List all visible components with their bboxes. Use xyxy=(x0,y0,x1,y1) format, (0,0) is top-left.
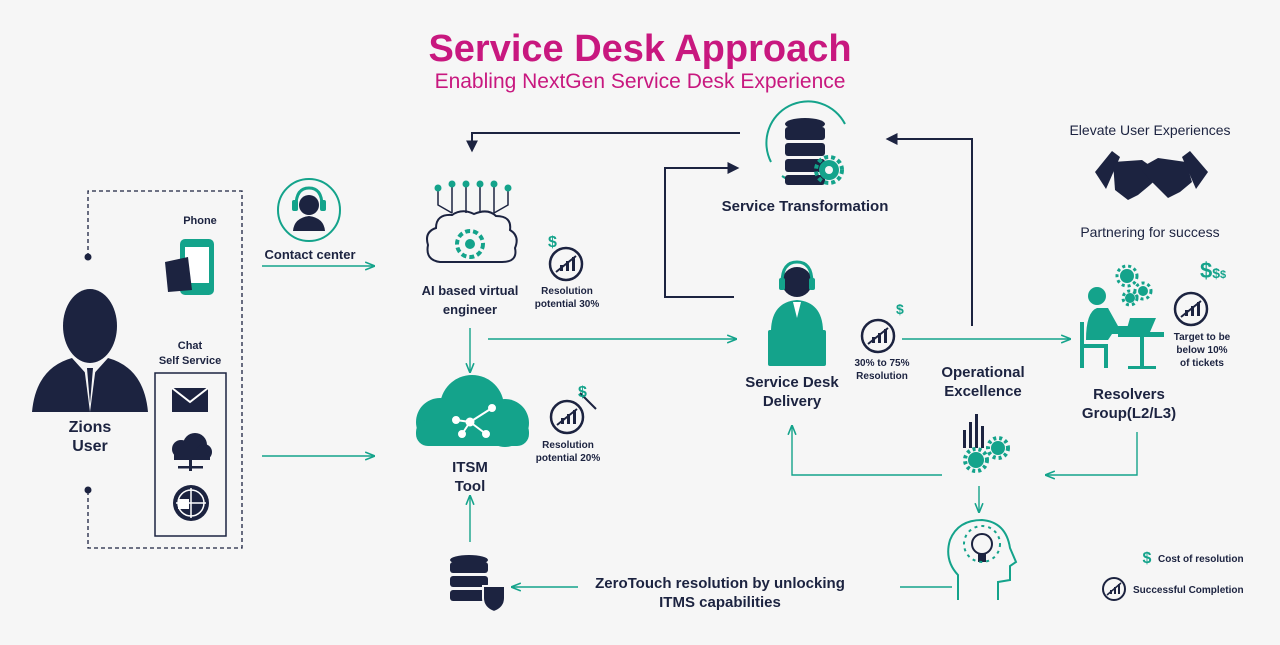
self-service-box xyxy=(154,372,227,537)
zerotouch-line1: ZeroTouch resolution by unlocking xyxy=(595,575,845,592)
ai-potential-line1: Resolution xyxy=(541,286,593,297)
resolvers-worker-icon xyxy=(1080,264,1164,369)
service-desk-delivery-line2: Delivery xyxy=(762,393,822,410)
chat-self-service-label: Chat Self Service xyxy=(140,339,240,369)
page-subtitle: Enabling NextGen Service Desk Experience xyxy=(434,70,846,93)
delivery-metric-label: 30% to 75% Resolution xyxy=(842,357,922,383)
bracket-dot-top xyxy=(84,253,92,261)
cloud-network-icon xyxy=(172,433,212,471)
resolvers-target-line1: Target to be xyxy=(1173,332,1231,343)
delivery-completion-icon xyxy=(860,318,896,354)
phone-icon xyxy=(165,239,214,295)
itsm-tool-line1: ITSM xyxy=(452,459,488,476)
resolvers-target-line2: below 10% xyxy=(1176,345,1228,356)
contact-center-label: Contact center xyxy=(264,247,356,262)
resolvers-target-label: Target to be below 10% of tickets xyxy=(1160,331,1244,370)
user-tie xyxy=(87,368,93,404)
service-desk-agent-icon xyxy=(768,260,826,366)
itsm-completion-icon xyxy=(549,392,597,435)
ai-engineer-label: AI based virtual engineer xyxy=(405,281,535,319)
legend-completion-icon xyxy=(1102,577,1126,601)
self-service-label: Self Service xyxy=(158,355,222,367)
delivery-cost-icon: $ xyxy=(896,301,904,317)
operational-excellence-line2: Excellence xyxy=(944,383,1022,400)
handshake-icon xyxy=(1095,151,1208,200)
service-transformation-icon xyxy=(765,100,846,185)
resolvers-completion-icon xyxy=(1173,291,1209,327)
user-label-line1: Zions xyxy=(68,419,112,436)
elevate-label: Elevate User Experiences xyxy=(1069,122,1231,138)
itsm-cloud-icon xyxy=(416,375,529,447)
ai-engineer-line1: AI based virtual xyxy=(421,283,519,298)
itsm-potential-line2: potential 20% xyxy=(535,453,601,464)
partnering-label: Partnering for success xyxy=(1080,224,1220,240)
itsm-potential-label: Resolution potential 20% xyxy=(526,439,610,465)
itsm-tool-line2: Tool xyxy=(454,478,486,495)
teal-flow-arrows xyxy=(262,266,1138,587)
legend-completion-label: Successful Completion xyxy=(1133,585,1244,596)
user-label: Zions User xyxy=(50,418,130,456)
ai-brain-icon xyxy=(426,180,518,263)
mail-icon xyxy=(171,387,209,412)
resolvers-cost-icon: $$$ xyxy=(1200,258,1227,283)
itsm-cost-icon: $ xyxy=(578,384,587,401)
legend-cost-icon: $ xyxy=(1142,550,1152,567)
phone-label: Phone xyxy=(183,215,217,227)
ai-potential-line2: potential 30% xyxy=(534,299,600,310)
bracket-dot-bottom xyxy=(84,486,92,494)
delivery-metric-line2: Resolution xyxy=(856,371,908,382)
itsm-potential-line1: Resolution xyxy=(542,440,594,451)
insight-head-icon xyxy=(947,518,1018,600)
user-label-line2: User xyxy=(72,438,108,455)
ai-cost-icon: $ xyxy=(548,234,557,251)
delivery-metric-line1: 30% to 75% xyxy=(854,358,910,369)
service-desk-delivery-label: Service Desk Delivery xyxy=(727,373,857,411)
resolvers-group-line1: Resolvers xyxy=(1093,386,1165,403)
ai-engineer-line2: engineer xyxy=(442,302,498,317)
arrow-opex-to-transformation xyxy=(885,133,973,326)
ai-completion-icon xyxy=(548,246,584,282)
service-transformation-label: Service Transformation xyxy=(721,198,889,215)
arrow-resolvers-to-opex xyxy=(1046,432,1138,475)
chat-label: Chat xyxy=(177,340,203,352)
resolvers-target-line3: of tickets xyxy=(1180,358,1224,369)
ai-potential-label: Resolution potential 30% xyxy=(525,285,609,311)
globe-lock-icon xyxy=(173,485,209,521)
arrow-opex-to-delivery xyxy=(792,426,942,476)
database-shield-icon xyxy=(450,555,506,614)
legend-cost-label: Cost of resolution xyxy=(1158,554,1244,565)
operational-excellence-icon xyxy=(963,414,1010,473)
service-desk-delivery-line1: Service Desk xyxy=(745,374,839,391)
resolvers-group-line2: Group(L2/L3) xyxy=(1081,405,1177,422)
operational-excellence-label: Operational Excellence xyxy=(918,363,1048,401)
contact-center-icon xyxy=(277,178,341,242)
arrow-transformation-to-ai xyxy=(466,132,740,153)
page-title: Service Desk Approach xyxy=(428,28,852,70)
navy-feedback-arrows xyxy=(466,132,973,326)
zerotouch-line2: ITMS capabilities xyxy=(659,594,781,611)
resolvers-group-label: Resolvers Group(L2/L3) xyxy=(1064,385,1194,423)
zerotouch-label: ZeroTouch resolution by unlocking ITMS c… xyxy=(570,574,870,612)
arrow-delivery-to-transformation xyxy=(664,162,740,298)
itsm-tool-label: ITSM Tool xyxy=(430,458,510,496)
operational-excellence-line1: Operational xyxy=(941,364,1025,381)
